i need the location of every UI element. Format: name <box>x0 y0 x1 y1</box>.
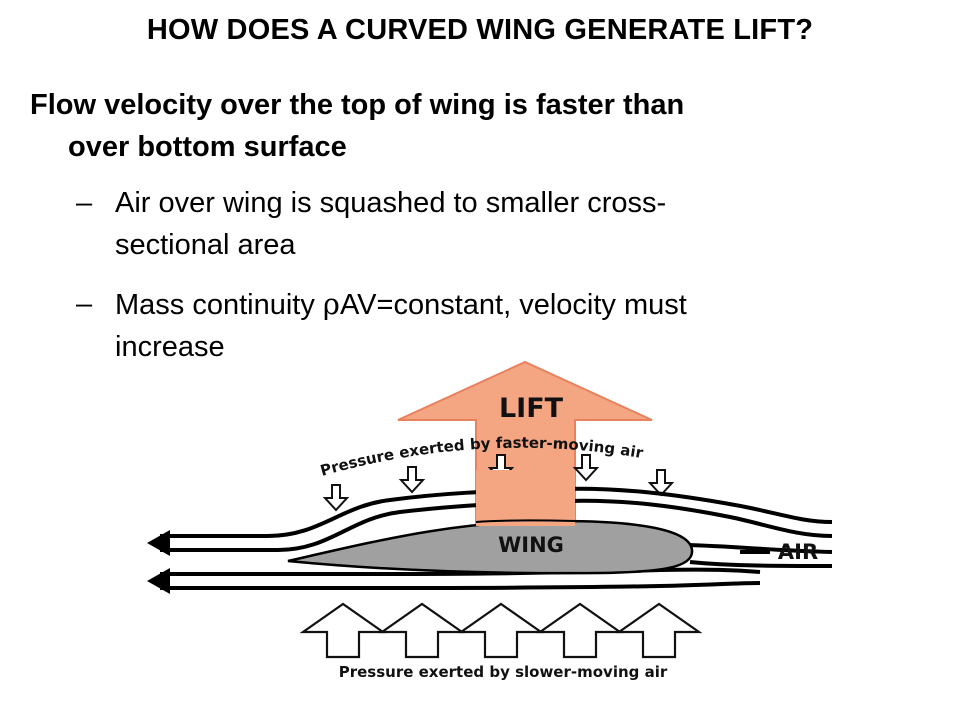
main-bullet: Flow velocity over the top of wing is fa… <box>30 84 930 168</box>
main-bullet-line2: over bottom surface <box>68 131 347 163</box>
bottom-pressure-label: Pressure exerted by slower-moving air <box>339 663 668 681</box>
sub-bullet-continuity-line2: increase <box>115 331 225 363</box>
wing-shape <box>287 519 694 575</box>
pressure-down-arrow-icon <box>647 469 675 497</box>
pressure-up-arrow-icon <box>457 602 545 659</box>
airflow-arrowheads <box>147 530 170 594</box>
sub-bullet-dash: – <box>76 288 93 320</box>
sub-bullet-dash: – <box>76 187 93 219</box>
sub-bullet-area-line2: sectional area <box>115 229 296 261</box>
sub-bullet-area: – Air over wing is squashed to smaller c… <box>76 182 896 266</box>
lift-label: LIFT <box>499 393 564 424</box>
airflow-arrowhead-icon <box>147 568 170 594</box>
rho-symbol: ρ <box>322 287 340 321</box>
pressure-up-arrow-icon <box>299 602 387 659</box>
pressure-down-arrow-icon <box>572 454 600 482</box>
sub-bullet-continuity: – Mass continuity ρAV=constant, velocity… <box>76 283 896 368</box>
sub-bullet-continuity-line1: Mass continuity ρAV=constant, velocity m… <box>76 283 896 326</box>
slide-title: HOW DOES A CURVED WING GENERATE LIFT? <box>146 14 814 46</box>
pressure-up-arrow-icon <box>378 602 466 659</box>
pressure-up-arrow-icon <box>615 602 703 659</box>
continuity-text-post: AV=constant, velocity must <box>339 289 687 321</box>
pressure-up-arrows <box>299 602 703 659</box>
pressure-down-arrow-icon <box>322 484 350 512</box>
main-bullet-line1: Flow velocity over the top of wing is fa… <box>30 89 685 121</box>
air-label: AIR <box>778 540 818 564</box>
pressure-down-arrow-icon <box>398 466 426 494</box>
airflow-arrowhead-icon <box>147 530 170 556</box>
wing-label: WING <box>498 533 564 557</box>
pressure-up-arrow-icon <box>536 602 624 659</box>
sub-bullet-area-line1: Air over wing is squashed to smaller cro… <box>115 187 667 219</box>
wing-top-edge <box>475 519 576 523</box>
continuity-text-pre: Mass continuity <box>115 289 323 321</box>
lift-arrow-overlap <box>476 470 575 526</box>
